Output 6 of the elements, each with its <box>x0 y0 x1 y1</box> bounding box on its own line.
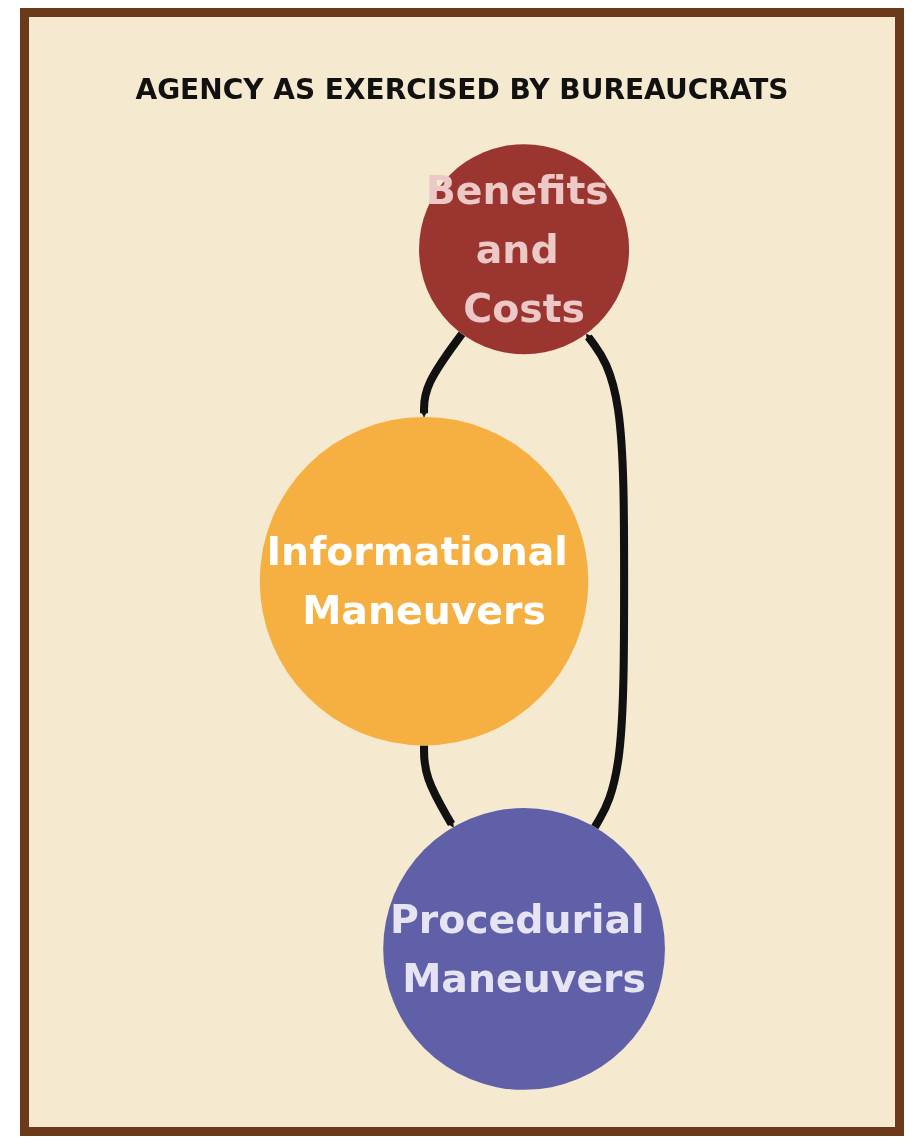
arrow <box>419 331 465 417</box>
node-circle <box>382 807 665 1090</box>
arrow <box>419 744 455 827</box>
node-circle <box>259 416 588 745</box>
title: AGENCY AS EXERCISED BY BUREAUCRATS <box>135 73 789 106</box>
arrow <box>584 333 628 829</box>
